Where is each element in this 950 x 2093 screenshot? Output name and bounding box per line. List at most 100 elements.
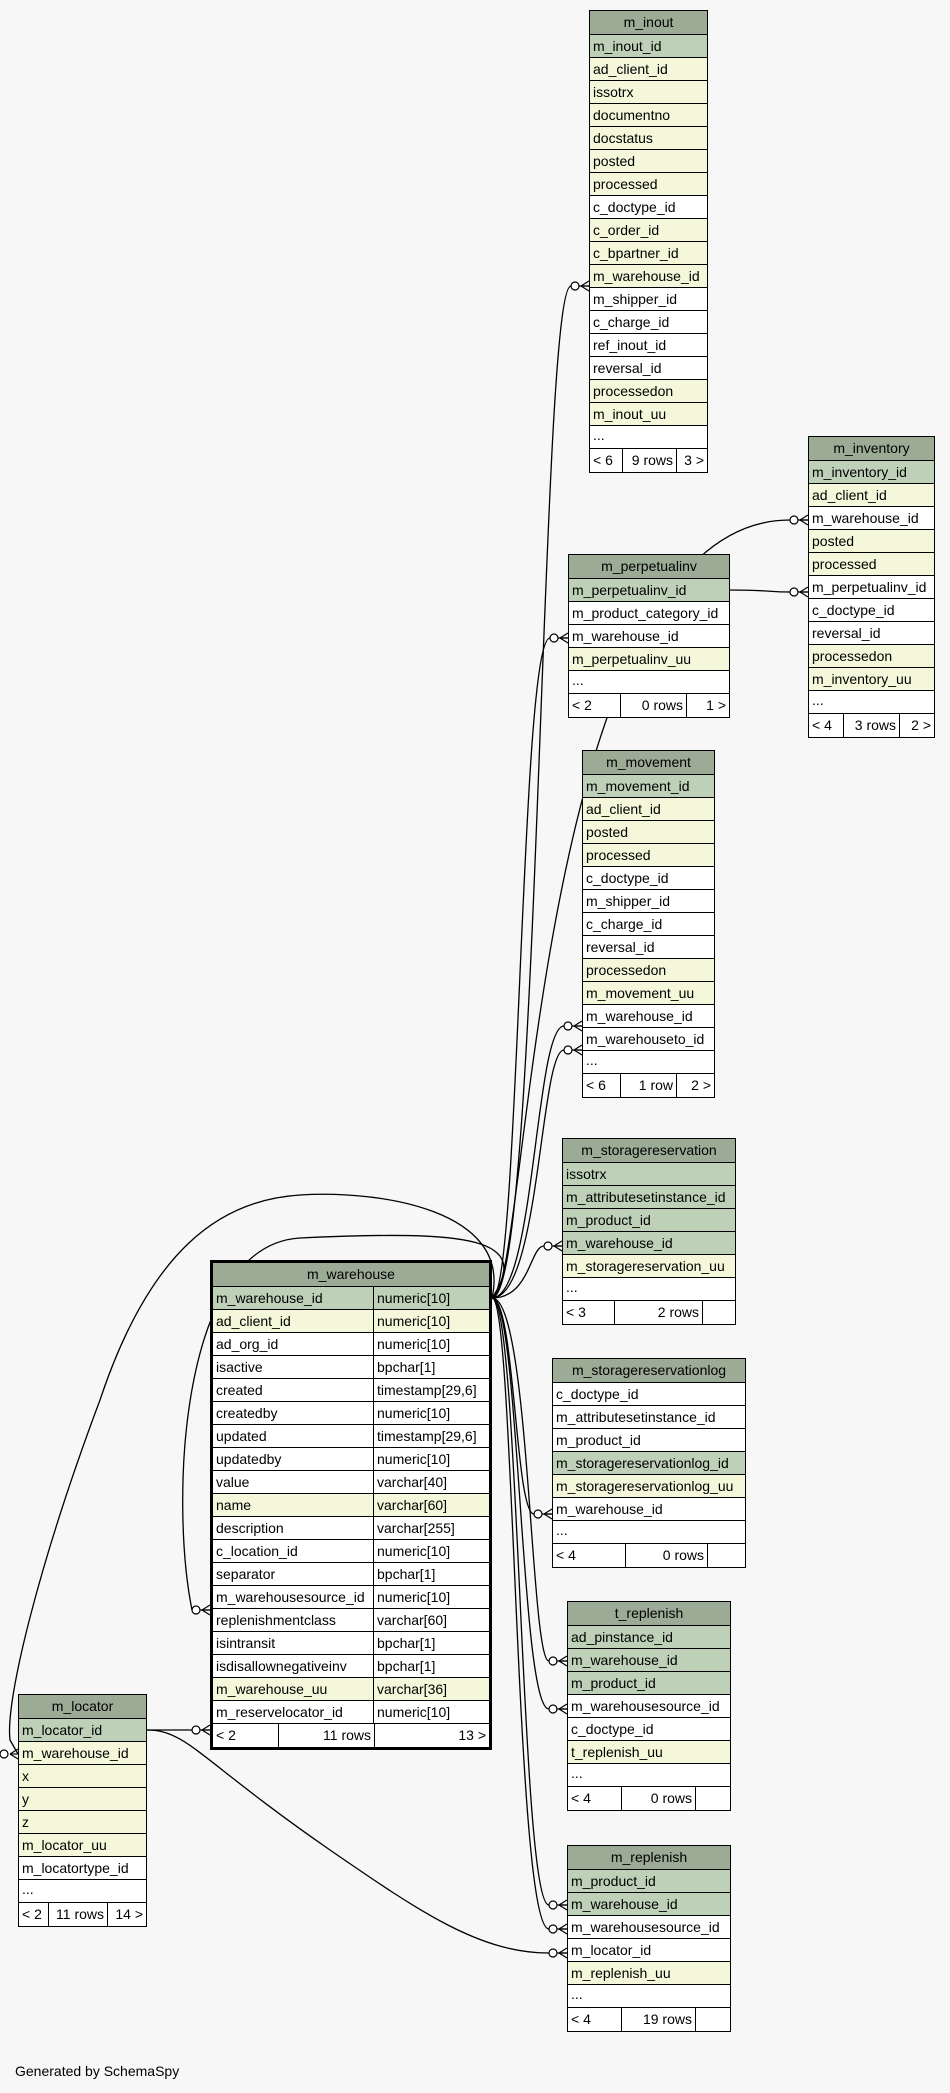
column-posted[interactable]: posted: [590, 150, 707, 173]
column-z[interactable]: z: [19, 1811, 146, 1834]
column-ad-pinstance-id[interactable]: ad_pinstance_id: [568, 1626, 730, 1649]
column-more[interactable]: ...: [563, 1278, 735, 1301]
column-m-locatortype-id[interactable]: m_locatortype_id: [19, 1857, 146, 1880]
parents-link[interactable]: < 6: [590, 449, 623, 472]
column-reversal-id[interactable]: reversal_id: [590, 357, 707, 380]
column-more[interactable]: ...: [569, 671, 729, 694]
column-c-charge-id[interactable]: c_charge_id: [590, 311, 707, 334]
children-link[interactable]: 3 >: [684, 452, 704, 468]
column-more[interactable]: ...: [553, 1521, 745, 1544]
column-c-doctype-id[interactable]: c_doctype_id: [553, 1383, 745, 1406]
column-m-perpetualinv-id[interactable]: m_perpetualinv_id: [809, 576, 934, 599]
column-m-inventory-uu[interactable]: m_inventory_uu: [809, 668, 934, 691]
parents-link[interactable]: < 3: [563, 1301, 615, 1324]
column-t-replenish-uu[interactable]: t_replenish_uu: [568, 1741, 730, 1764]
children-link[interactable]: 2 >: [691, 1077, 711, 1093]
parents-link[interactable]: < 4: [809, 714, 844, 737]
column-m-storagereservationlog-id[interactable]: m_storagereservationlog_id: [553, 1452, 745, 1475]
column-m-warehouse-id[interactable]: m_warehouse_id: [809, 507, 934, 530]
parents-link[interactable]: < 2: [19, 1903, 49, 1926]
column-m-warehousesource-id[interactable]: m_warehousesource_id: [568, 1695, 730, 1718]
children-link[interactable]: 14 >: [115, 1906, 143, 1922]
column-ref-inout-id[interactable]: ref_inout_id: [590, 334, 707, 357]
column-more[interactable]: ...: [568, 1764, 730, 1787]
column-m-warehouse-id[interactable]: m_warehouse_id: [590, 265, 707, 288]
column-m-product-id[interactable]: m_product_id: [568, 1870, 730, 1893]
column-c-order-id[interactable]: c_order_id: [590, 219, 707, 242]
children-link[interactable]: [696, 1787, 730, 1810]
children-link[interactable]: [708, 1544, 745, 1567]
column-c-doctype-id[interactable]: c_doctype_id: [590, 196, 707, 219]
column-m-warehousesource-id[interactable]: m_warehousesource_id: [568, 1916, 730, 1939]
column-c-bpartner-id[interactable]: c_bpartner_id: [590, 242, 707, 265]
column-m-product-id[interactable]: m_product_id: [568, 1672, 730, 1695]
column-m-inout-id[interactable]: m_inout_id: [590, 35, 707, 58]
children-link[interactable]: 13 >: [458, 1727, 486, 1743]
column-m-product-id[interactable]: m_product_id: [553, 1429, 745, 1452]
column-x[interactable]: x: [19, 1765, 146, 1788]
column-m-warehouse-id[interactable]: m_warehouse_id: [563, 1232, 735, 1255]
column-more[interactable]: ...: [568, 1985, 730, 2008]
column-m-movement-id[interactable]: m_movement_id: [583, 775, 714, 798]
parents-link[interactable]: < 2: [213, 1724, 279, 1747]
column-more[interactable]: ...: [583, 1051, 714, 1074]
column-issotrx[interactable]: issotrx: [590, 81, 707, 104]
column-m-movement-uu[interactable]: m_movement_uu: [583, 982, 714, 1005]
column-processed[interactable]: processed: [583, 844, 714, 867]
column-m-shipper-id[interactable]: m_shipper_id: [583, 890, 714, 913]
column-m-product-id[interactable]: m_product_id: [563, 1209, 735, 1232]
column-m-storagereservation-uu[interactable]: m_storagereservation_uu: [563, 1255, 735, 1278]
column-m-storagereservationlog-uu[interactable]: m_storagereservationlog_uu: [553, 1475, 745, 1498]
column-c-doctype-id[interactable]: c_doctype_id: [583, 867, 714, 890]
column-more[interactable]: ...: [19, 1880, 146, 1903]
column-posted[interactable]: posted: [583, 821, 714, 844]
column-m-locator-id[interactable]: m_locator_id: [19, 1719, 146, 1742]
children-link[interactable]: [696, 2008, 730, 2031]
column-processed[interactable]: processed: [590, 173, 707, 196]
column-m-warehouse-id[interactable]: m_warehouse_id: [583, 1005, 714, 1028]
column-m-product-category-id[interactable]: m_product_category_id: [569, 602, 729, 625]
column-m-attributesetinstance-id[interactable]: m_attributesetinstance_id: [553, 1406, 745, 1429]
column-m-warehouse-id[interactable]: m_warehouse_id: [569, 625, 729, 648]
parents-link[interactable]: < 4: [568, 1787, 622, 1810]
column-m-locator-uu[interactable]: m_locator_uu: [19, 1834, 146, 1857]
column-y[interactable]: y: [19, 1788, 146, 1811]
column-c-doctype-id[interactable]: c_doctype_id: [568, 1718, 730, 1741]
parents-link[interactable]: < 2: [569, 694, 621, 717]
parents-link[interactable]: < 4: [568, 2008, 622, 2031]
column-processed[interactable]: processed: [809, 553, 934, 576]
column-m-perpetualinv-id[interactable]: m_perpetualinv_id: [569, 579, 729, 602]
column-m-warehouseto-id[interactable]: m_warehouseto_id: [583, 1028, 714, 1051]
parents-link[interactable]: < 6: [583, 1074, 621, 1097]
column-ad-client-id[interactable]: ad_client_id: [809, 484, 934, 507]
column-m-perpetualinv-uu[interactable]: m_perpetualinv_uu: [569, 648, 729, 671]
column-more[interactable]: ...: [590, 426, 707, 449]
children-link[interactable]: 1 >: [706, 697, 726, 713]
parents-link[interactable]: < 4: [553, 1544, 626, 1567]
column-issotrx[interactable]: issotrx: [563, 1163, 735, 1186]
column-reversal-id[interactable]: reversal_id: [583, 936, 714, 959]
column-m-warehouse-id[interactable]: m_warehouse_id: [568, 1893, 730, 1916]
column-more[interactable]: ...: [809, 691, 934, 714]
